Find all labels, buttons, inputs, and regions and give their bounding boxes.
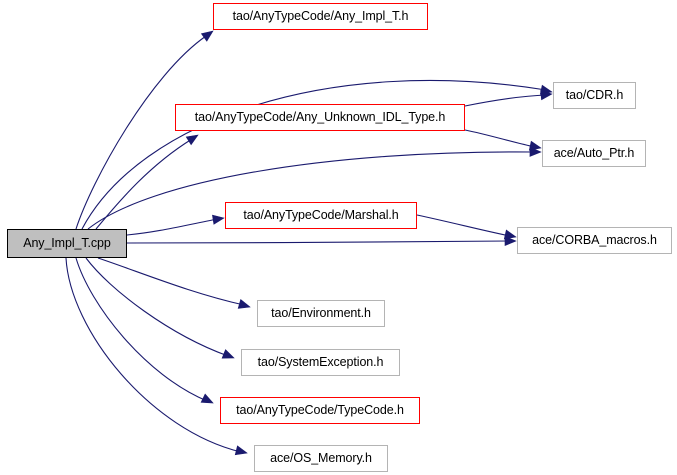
edge-root-to-any-impl-t-h — [75, 30, 214, 230]
node-any_unknown_idl_type_h[interactable]: tao/AnyTypeCode/Any_Unknown_IDL_Type.h — [175, 104, 465, 131]
edge-root-to-environment-h — [97, 257, 251, 309]
node-label: ace/OS_Memory.h — [270, 451, 372, 466]
node-label: Any_Impl_T.cpp — [23, 236, 111, 251]
arrowhead-icon — [221, 349, 235, 359]
arrowhead-icon — [237, 299, 251, 309]
node-label: tao/AnyTypeCode/Any_Unknown_IDL_Type.h — [194, 110, 446, 125]
node-label: ace/CORBA_macros.h — [532, 233, 657, 248]
node-label: tao/AnyTypeCode/Any_Impl_T.h — [232, 9, 409, 24]
node-label: ace/Auto_Ptr.h — [553, 146, 635, 161]
node-root: Any_Impl_T.cpp — [7, 229, 127, 258]
edge-root-to-corba-macros-h — [126, 235, 517, 247]
node-environment_h[interactable]: tao/Environment.h — [257, 300, 385, 327]
edge-root-to-os-memory-h — [65, 257, 248, 456]
node-typecode_h[interactable]: tao/AnyTypeCode/TypeCode.h — [220, 397, 420, 424]
node-marshal_h[interactable]: tao/AnyTypeCode/Marshal.h — [225, 202, 417, 229]
edge-root-to-systemexception-h — [85, 257, 235, 359]
node-cdr_h[interactable]: tao/CDR.h — [553, 82, 636, 109]
edge-root-to-typecode-h — [75, 257, 214, 404]
arrowhead-icon — [212, 214, 225, 225]
arrowhead-icon — [200, 30, 214, 42]
node-label: tao/CDR.h — [565, 88, 624, 103]
node-label: tao/Environment.h — [271, 306, 371, 321]
node-auto_ptr_h[interactable]: ace/Auto_Ptr.h — [542, 140, 646, 167]
edge-any-unknown-idl-to-auto-ptr — [464, 129, 542, 151]
node-label: tao/AnyTypeCode/TypeCode.h — [236, 403, 404, 418]
arrowhead-icon — [540, 90, 553, 101]
node-any_impl_t_h[interactable]: tao/AnyTypeCode/Any_Impl_T.h — [213, 3, 428, 30]
node-label: tao/AnyTypeCode/Marshal.h — [243, 208, 399, 223]
node-label: tao/SystemException.h — [257, 355, 384, 370]
arrowhead-icon — [200, 393, 214, 404]
edge-root-to-any-unknown-idl — [95, 134, 199, 230]
arrowhead-icon — [503, 229, 517, 240]
edge-layer — [65, 30, 553, 456]
edge-any-unknown-idl-to-cdr-h — [464, 90, 553, 107]
arrowhead-icon — [185, 134, 199, 146]
node-corba_macros_h[interactable]: ace/CORBA_macros.h — [517, 227, 672, 254]
arrowhead-icon — [528, 140, 542, 151]
edge-root-to-marshal-h — [126, 214, 225, 236]
node-systemexception_h[interactable]: tao/SystemException.h — [241, 349, 400, 376]
arrowhead-icon — [234, 445, 248, 456]
node-os_memory_h[interactable]: ace/OS_Memory.h — [254, 445, 388, 472]
edge-marshal-h-to-corba-macros-h — [416, 214, 517, 240]
